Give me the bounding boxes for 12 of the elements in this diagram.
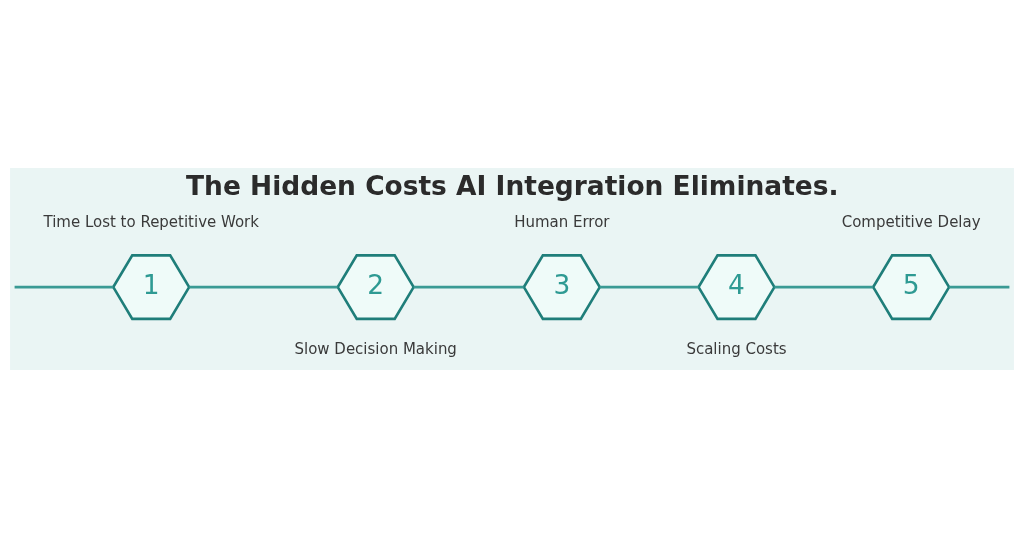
connector — [189, 285, 338, 289]
connector — [949, 285, 1010, 289]
node-label: Time Lost to Repetitive Work — [43, 213, 259, 232]
connector — [413, 285, 524, 289]
diagram-title: The Hidden Costs AI Integration Eliminates. — [186, 170, 839, 202]
node-label: Scaling Costs — [686, 340, 787, 359]
node-label: Human Error — [514, 213, 610, 232]
connector — [774, 285, 873, 289]
node-label: Competitive Delay — [841, 213, 981, 232]
connector — [14, 285, 114, 289]
connector — [599, 285, 699, 289]
node-label: Slow Decision Making — [294, 340, 457, 359]
